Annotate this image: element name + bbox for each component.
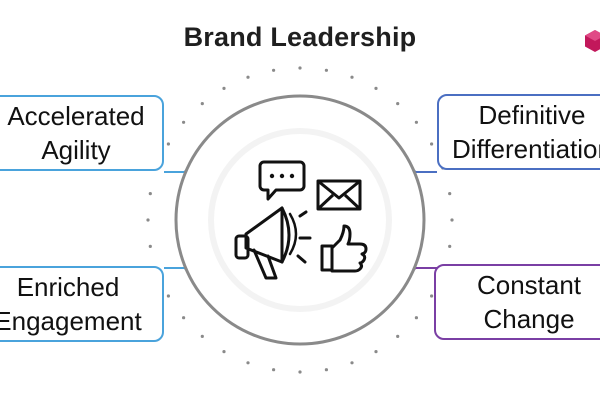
ring-dot — [182, 316, 186, 320]
megaphone-icon — [234, 206, 312, 280]
ring-dot — [148, 192, 152, 196]
ring-dot — [448, 244, 452, 248]
pillar-enriched-engagement: Enriched Engagement — [0, 266, 164, 342]
envelope-icon — [316, 179, 362, 211]
dotted-ring — [146, 66, 454, 374]
ring-dot — [200, 334, 204, 338]
ring-dot — [246, 361, 250, 365]
ring-dot — [324, 368, 328, 372]
ring-dot — [414, 120, 418, 124]
hub-inner-disc — [214, 134, 386, 306]
ring-dot — [430, 142, 434, 146]
chat-bubble-icon — [258, 160, 306, 201]
ring-dot — [200, 102, 204, 106]
ring-dot — [450, 218, 454, 222]
ring-dot — [272, 368, 276, 372]
pillar-accelerated-agility: Accelerated Agility — [0, 95, 164, 171]
ring-dot — [298, 66, 302, 70]
ring-dot — [414, 316, 418, 320]
pillar-label-line2: Engagement — [0, 306, 142, 336]
ring-dot — [374, 86, 378, 90]
thumbs-up-icon — [320, 224, 368, 273]
pillar-definitive-differentiation: Definitive Differentiation — [437, 94, 600, 170]
ring-dot — [350, 75, 354, 79]
ring-dot — [146, 218, 150, 222]
ring-dot — [166, 294, 170, 298]
ring-dot — [350, 361, 354, 365]
pillar-label-line1: Constant — [476, 270, 582, 300]
pillar-label-line2: Agility — [41, 135, 111, 165]
ring-dot — [166, 142, 170, 146]
ring-dot — [374, 350, 378, 354]
ring-dot — [298, 370, 302, 374]
pillar-constant-change: Constant Change — [434, 264, 600, 340]
pillar-label-line1: Definitive — [478, 100, 586, 130]
ring-dot — [246, 75, 250, 79]
ring-dot — [222, 86, 226, 90]
ring-dot — [396, 334, 400, 338]
ring-dot — [324, 68, 328, 72]
ring-dot — [272, 68, 276, 72]
ring-dot — [182, 120, 186, 124]
ring-dot — [448, 192, 452, 196]
pillar-label-line1: Accelerated — [7, 101, 145, 131]
pillar-label-line2: Differentiation — [452, 134, 600, 164]
diagram-title: Brand Leadership — [183, 22, 417, 52]
pillar-label-line1: Enriched — [16, 272, 120, 302]
pillar-label-line2: Change — [483, 304, 575, 334]
ring-dot — [430, 294, 434, 298]
ring-dot — [148, 244, 152, 248]
ring-dot — [222, 350, 226, 354]
ring-dot — [396, 102, 400, 106]
brand-logo-icon — [585, 30, 600, 52]
